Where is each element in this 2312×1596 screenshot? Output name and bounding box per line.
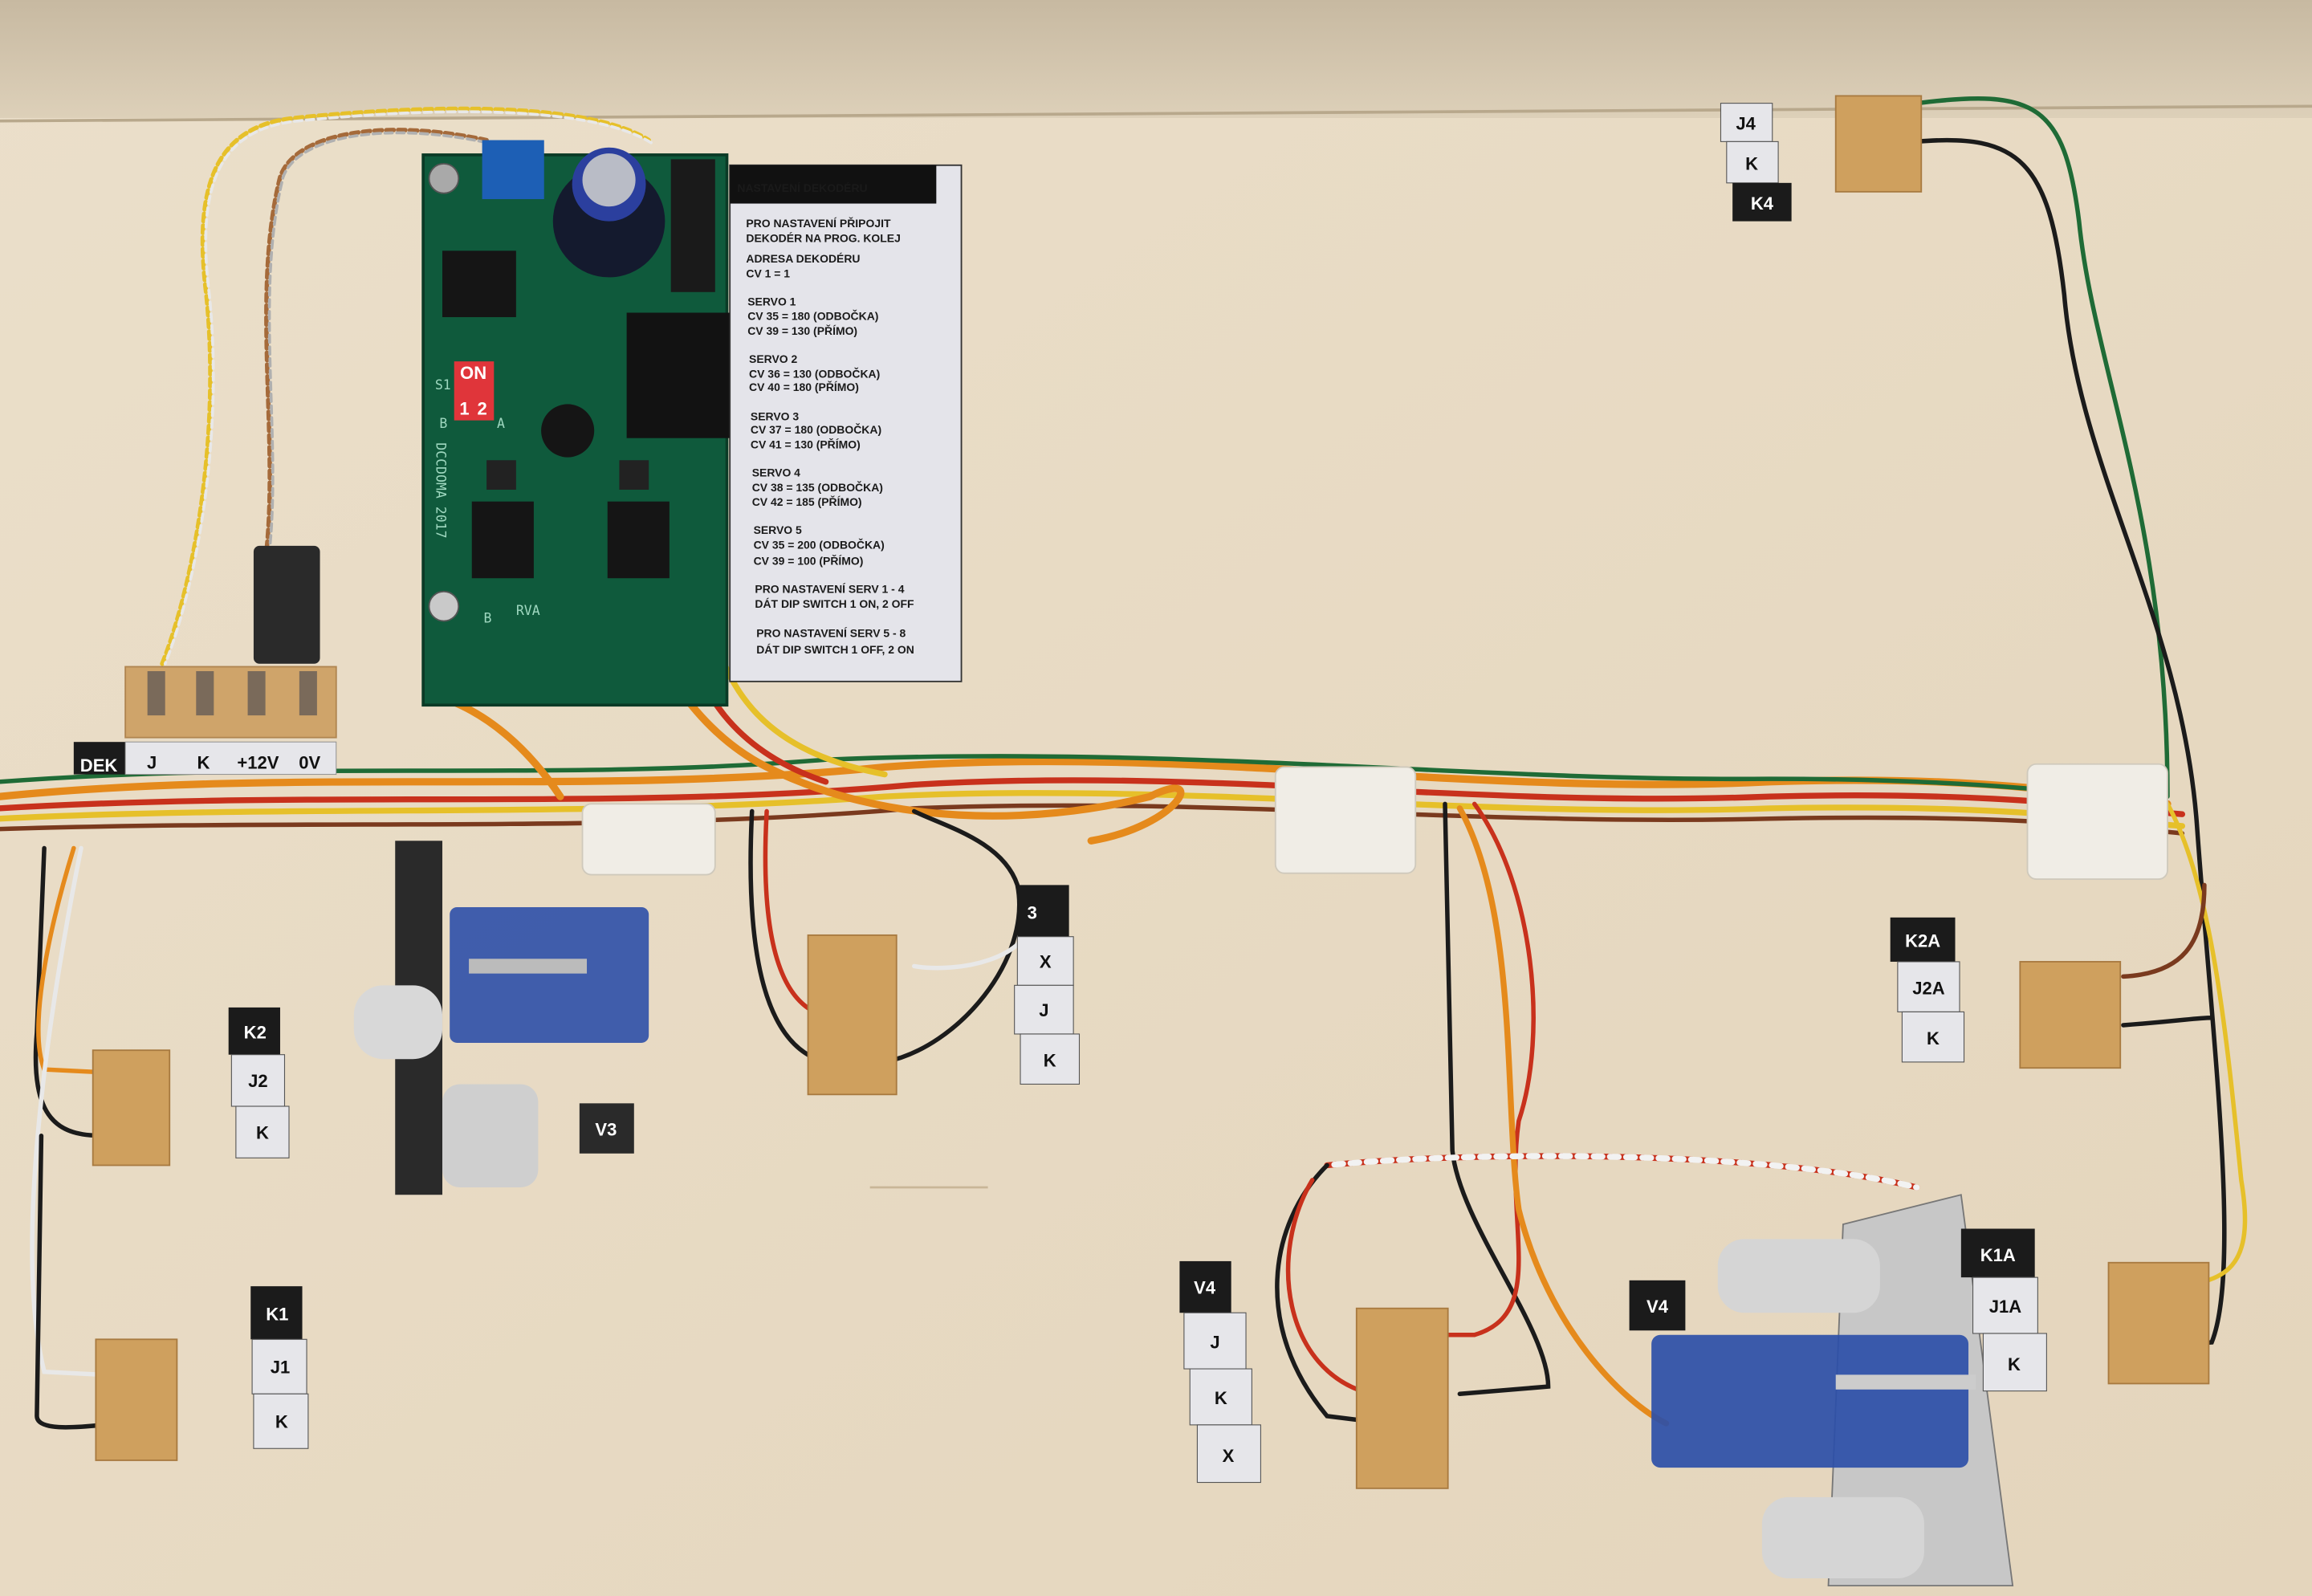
b-label: B xyxy=(439,416,447,431)
pcb-logo: B xyxy=(483,610,491,625)
s1-label: S1 xyxy=(435,377,451,393)
card-line: DÁT DIP SWITCH 1 OFF, 2 ON xyxy=(756,643,914,656)
card-line: PRO NASTAVENÍ PŘIPOJIT xyxy=(746,216,891,230)
label-k: K xyxy=(1215,1388,1227,1408)
decoder-pcb: ON 1 2 S1 B A DCCDOMA 2017 B RVA xyxy=(421,140,731,707)
mounting-screw xyxy=(428,590,460,622)
card-line: CV 36 = 130 (ODBOČKA) xyxy=(749,366,880,380)
label-k: K xyxy=(2008,1354,2021,1374)
label-j4: J4 xyxy=(1736,114,1756,134)
card-line: CV 35 = 180 (ODBOČKA) xyxy=(747,309,878,323)
dip-on-label: ON xyxy=(460,363,486,383)
card-line: CV 37 = 180 (ODBOČKA) xyxy=(751,422,881,436)
card-line: SERVO 5 xyxy=(754,523,802,536)
label-dek: DEK xyxy=(80,755,118,776)
ic-chip xyxy=(471,501,534,579)
ic-chip xyxy=(442,250,516,318)
label-j2a: J2A xyxy=(1912,978,1944,998)
label-k: K xyxy=(256,1122,269,1142)
solder-pads xyxy=(92,95,2210,1489)
card-line: SERVO 2 xyxy=(749,352,797,365)
card-line: CV 35 = 200 (ODBOČKA) xyxy=(754,537,885,551)
power-jack xyxy=(253,545,320,664)
label-x: X xyxy=(1040,951,1052,971)
card-line: SERVO 3 xyxy=(751,410,799,423)
card-line: SERVO 1 xyxy=(747,295,796,307)
dip-switch xyxy=(454,361,495,421)
label-k1: K1 xyxy=(266,1304,288,1324)
label-j: J xyxy=(1039,1000,1048,1020)
dip-1-label: 1 xyxy=(459,398,469,418)
card-line: CV 39 = 100 (PŘÍMO) xyxy=(754,554,864,568)
label-j: J xyxy=(1210,1332,1219,1352)
card-line: CV 38 = 135 (ODBOČKA) xyxy=(752,480,883,494)
dip-2-label: 2 xyxy=(477,398,486,418)
label-j2: J2 xyxy=(248,1071,268,1091)
screw-terminal xyxy=(482,140,544,200)
card-line: DEKODÉR NA PROG. KOLEJ xyxy=(746,231,900,244)
label-stack-servo3: 3 X J K xyxy=(1014,885,1081,1085)
label-v4: V4 xyxy=(1629,1280,1686,1331)
label-0v: 0V xyxy=(299,752,320,772)
card-line: PRO NASTAVENÍ SERV 5 - 8 xyxy=(756,627,906,640)
label-v4-servo: V4 xyxy=(1646,1297,1669,1317)
label-stack-v4: V4 J K X xyxy=(1179,1260,1261,1484)
ic-chip xyxy=(607,501,670,579)
card-line: CV 42 = 185 (PŘÍMO) xyxy=(752,495,862,508)
label-j: J xyxy=(147,752,157,772)
label-x: X xyxy=(1223,1446,1235,1466)
servo-v3 xyxy=(353,841,649,1195)
label-v3: V3 xyxy=(595,1120,617,1140)
label-k: K xyxy=(1044,1050,1056,1070)
label-stack-k1a: K1A J1A K xyxy=(1960,1228,2047,1392)
power-terminal-strip: DEK J K +12V 0V xyxy=(73,666,337,776)
card-line: CV 40 = 180 (PŘÍMO) xyxy=(749,380,859,393)
label-k: K xyxy=(275,1412,288,1432)
relay xyxy=(670,159,715,292)
card-line: CV 39 = 130 (PŘÍMO) xyxy=(747,324,857,337)
card-line: PRO NASTAVENÍ SERV 1 - 4 xyxy=(755,583,904,596)
label-k4: K4 xyxy=(1751,193,1774,214)
card-line: SERVO 4 xyxy=(752,466,800,478)
label-k1a: K1A xyxy=(1980,1245,2016,1265)
label-k: K xyxy=(197,752,210,772)
heatsink xyxy=(626,312,731,438)
card-line: CV 41 = 130 (PŘÍMO) xyxy=(751,438,861,451)
label-j1a: J1A xyxy=(1989,1297,2021,1317)
potentiometer xyxy=(541,404,595,458)
label-stack-j4: J4 K K4 xyxy=(1720,103,1792,222)
label-k: K xyxy=(1927,1028,1940,1048)
card-line: CV 1 = 1 xyxy=(746,267,790,279)
label-3: 3 xyxy=(1028,903,1037,923)
label-stack-k1: K1 J1 K xyxy=(250,1286,309,1449)
card-line: DÁT DIP SWITCH 1 ON, 2 OFF xyxy=(755,597,914,610)
label-v3: V3 xyxy=(579,1103,634,1154)
label-j1: J1 xyxy=(271,1358,291,1378)
label-stack-k2: K2 J2 K xyxy=(228,1007,290,1158)
label-12v: +12V xyxy=(237,752,279,772)
card-title: NASTAVENÍ DEKODÉRU xyxy=(737,181,867,194)
label-stack-k2a: K2A J2A K xyxy=(1890,917,1965,1063)
wire-harness xyxy=(0,96,2248,1430)
pcb-maker-text: DCCDOMA 2017 xyxy=(434,442,449,538)
pcb-marking: RVA xyxy=(516,603,540,618)
cable-tie-mounts xyxy=(581,763,2168,880)
decoder-settings-card: NASTAVENÍ DEKODÉRU PRO NASTAVENÍ PŘIPOJI… xyxy=(729,164,963,682)
a-label: A xyxy=(497,416,505,431)
label-k2a: K2A xyxy=(1905,931,1940,951)
servo-v4 xyxy=(1651,1194,2014,1587)
label-k2: K2 xyxy=(244,1022,267,1042)
mounting-screw xyxy=(428,163,460,194)
label-k: K xyxy=(1745,153,1758,173)
label-v4: V4 xyxy=(1194,1277,1216,1297)
back-wall xyxy=(0,0,2312,118)
card-line: ADRESA DEKODÉRU xyxy=(746,252,860,265)
